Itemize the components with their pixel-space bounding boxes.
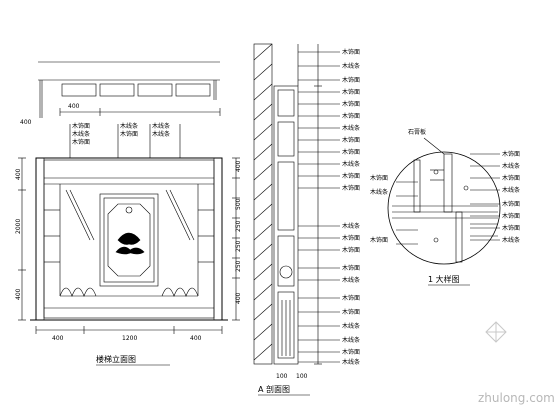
- left-label-5: 木饰面: [120, 130, 138, 138]
- stair-elevation: [18, 61, 240, 334]
- left-label-2: 木线条: [72, 130, 90, 138]
- section-view-title: A 剖面图: [258, 384, 290, 394]
- watermark: [485, 321, 507, 343]
- section-label-3: 木饰面: [342, 76, 360, 84]
- left-label-4: 木线条: [120, 122, 138, 130]
- left-view-title: 楼梯立面图: [96, 354, 136, 364]
- section-label-21: 木线条: [342, 336, 360, 344]
- left-label-1: 木饰面: [72, 122, 90, 130]
- section-label-20: 木线条: [342, 322, 360, 330]
- detail-right-label-5: 木饰面: [502, 200, 520, 208]
- left-label-7: 木线条: [152, 130, 170, 138]
- section-label-14: 木饰面: [342, 234, 360, 242]
- section-labels: 木饰面 木线条 木饰面 木饰面 木饰面 木饰面 木线条 木饰面 木饰面 木线条 …: [342, 48, 360, 366]
- left-label-6: 木线条: [152, 122, 170, 130]
- section-label-13: 木线条: [342, 222, 360, 230]
- section-label-7: 木线条: [342, 124, 360, 132]
- detail-right-label-2: 木线条: [502, 162, 520, 170]
- detail-right-label-1: 木饰面: [502, 150, 520, 158]
- section-label-9: 木饰面: [342, 148, 360, 156]
- detail-left-label-4: 木饰面: [370, 236, 388, 244]
- dim-right-3: 250: [235, 220, 242, 232]
- detail-labels: 石膏板 木饰面 木线条 木饰面 木饰面 木线条 木饰面 木线条 木饰面 木饰面 …: [370, 128, 520, 244]
- detail-left-label-3: 木线条: [370, 188, 388, 196]
- dim-right-2: 500: [235, 198, 242, 210]
- section-label-16: 木饰面: [342, 264, 360, 272]
- dim-left-3: 400: [15, 288, 22, 300]
- section-label-23: 木线条: [342, 358, 360, 366]
- detail-view: [387, 137, 501, 265]
- section-dim-2: 100: [296, 373, 308, 380]
- section-label-4: 木饰面: [342, 88, 360, 96]
- section-label-2: 木线条: [342, 62, 360, 70]
- section-label-15: 木饰面: [342, 246, 360, 254]
- detail-view-title: 1 大样图: [428, 274, 460, 284]
- dim-left-2: 2000: [15, 219, 22, 234]
- section-label-12: 木饰面: [342, 184, 360, 192]
- section-label-1: 木饰面: [342, 48, 360, 56]
- detail-left-label-1: 石膏板: [408, 128, 426, 136]
- detail-right-label-8: 木线条: [502, 236, 520, 244]
- section-label-11: 木饰面: [342, 172, 360, 180]
- detail-right-label-7: 木饰面: [502, 224, 520, 232]
- dim-bottom-3: 400: [190, 335, 202, 342]
- section-label-6: 木饰面: [342, 112, 360, 120]
- detail-right-label-3: 木饰面: [502, 174, 520, 182]
- detail-right-label-6: 木饰面: [502, 212, 520, 220]
- dim-right-5: 250: [235, 260, 242, 272]
- left-label-3: 木饰面: [72, 138, 90, 146]
- section-label-17: 木线条: [342, 276, 360, 284]
- section-view: [253, 43, 340, 365]
- detail-left-label-2: 木饰面: [370, 174, 388, 182]
- dim-right-4: 250: [235, 240, 242, 252]
- section-label-8: 木饰面: [342, 136, 360, 144]
- dim-bottom-1: 400: [52, 335, 64, 342]
- dim-left-1: 400: [15, 168, 22, 180]
- dim-bottom-2: 1200: [122, 335, 137, 342]
- section-label-5: 木饰面: [342, 100, 360, 108]
- detail-right-label-4: 木线条: [502, 186, 520, 194]
- watermark-text: zhulong.com: [478, 391, 555, 405]
- dim-top-left-2: 400: [68, 103, 80, 110]
- dim-right-6: 400: [235, 292, 242, 304]
- section-label-22: 木饰面: [342, 348, 360, 356]
- section-dim-1: 100: [276, 373, 288, 380]
- section-label-18: 木饰面: [342, 294, 360, 302]
- dim-top-left-1: 400: [20, 119, 32, 126]
- dim-right-1: 400: [235, 160, 242, 172]
- section-label-19: 木饰面: [342, 308, 360, 316]
- section-label-10: 木线条: [342, 160, 360, 168]
